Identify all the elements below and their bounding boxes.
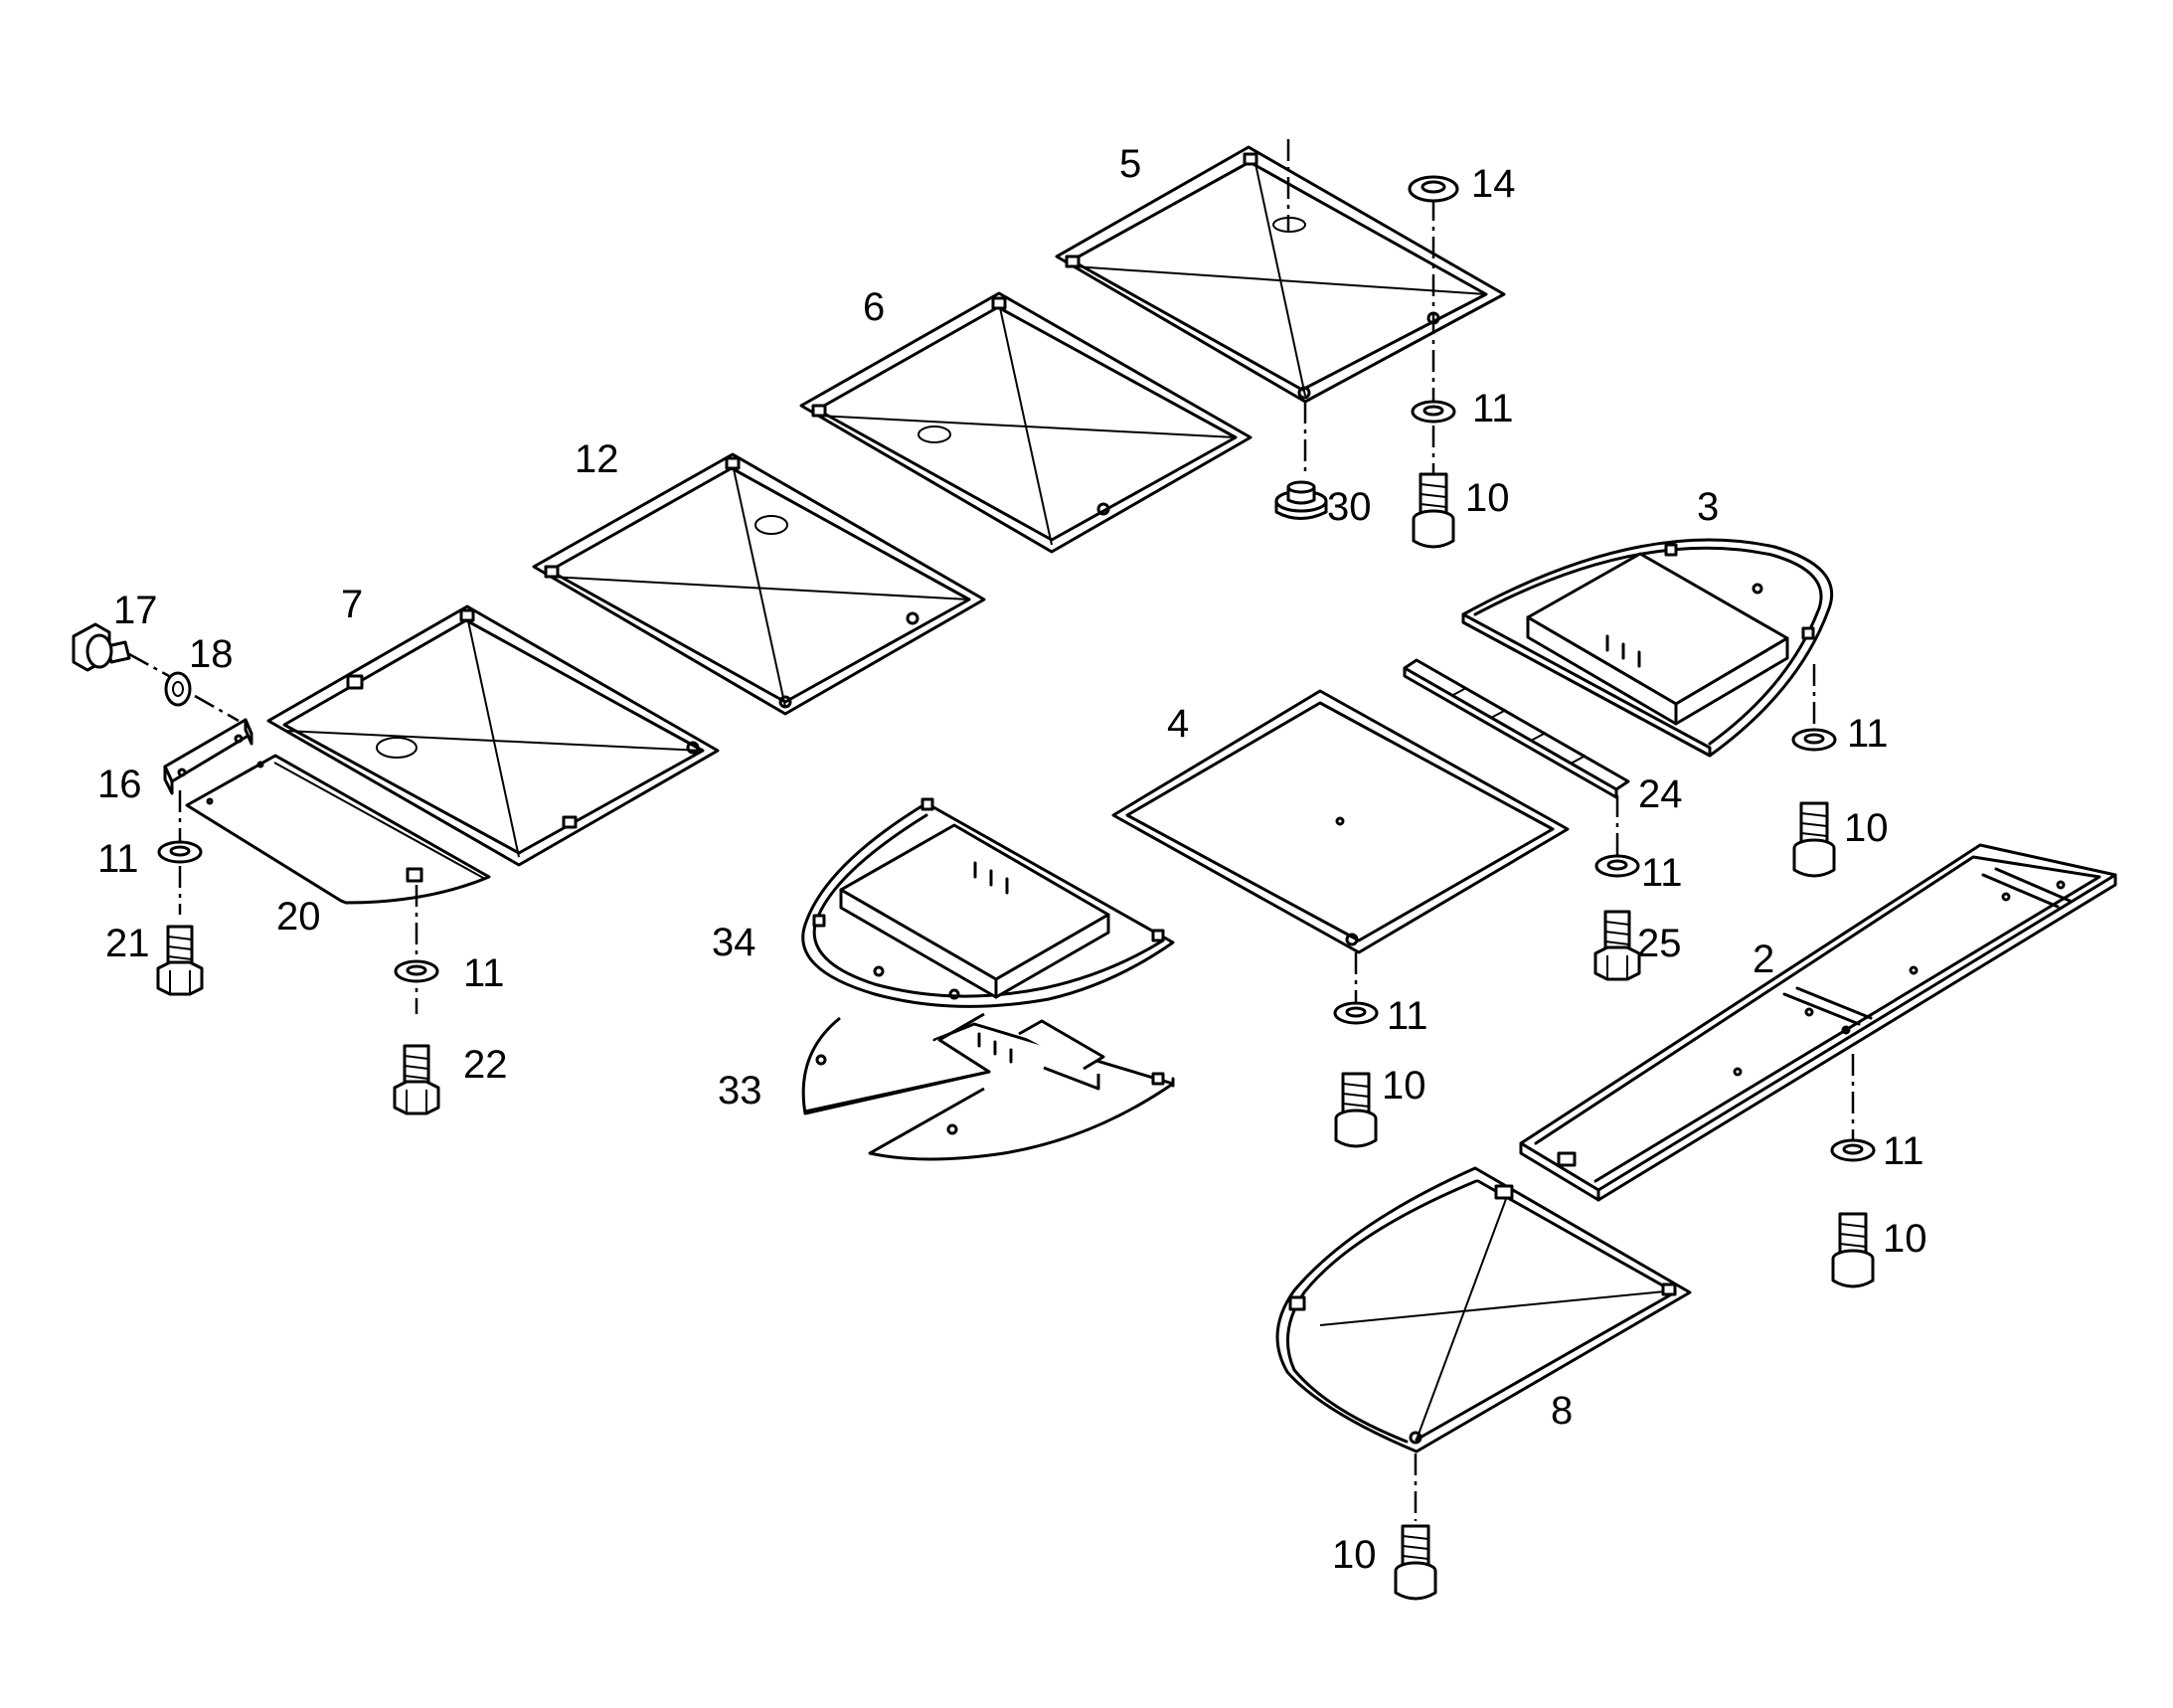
plate-8 <box>1275 1166 1692 1453</box>
bolt-10-under-5 <box>1412 472 1455 549</box>
callout-30: 30 <box>1327 485 1372 529</box>
callout-11: 11 <box>1387 994 1428 1038</box>
callout-3: 3 <box>1697 485 1719 529</box>
callout-33: 33 <box>718 1069 762 1112</box>
panel-7 <box>266 604 720 867</box>
washer-18 <box>164 671 192 707</box>
callout-10: 10 <box>1465 476 1510 520</box>
callout-4: 4 <box>1167 702 1189 746</box>
bolt-22 <box>393 1044 440 1115</box>
axis-17 <box>128 652 170 678</box>
callout-10: 10 <box>1332 1533 1377 1577</box>
washer-11-under-2 <box>1830 1138 1876 1162</box>
callout-5: 5 <box>1119 142 1141 186</box>
washer-11-left <box>157 840 203 864</box>
washer-11-under-24 <box>1594 854 1640 878</box>
base-33 <box>801 1012 1175 1161</box>
callout-10: 10 <box>1382 1064 1426 1108</box>
callout-11: 11 <box>1641 851 1683 895</box>
callout-11: 11 <box>1883 1129 1924 1173</box>
axis-18 <box>194 694 240 723</box>
bracket-16 <box>163 718 253 795</box>
housing-34 <box>801 797 1175 1008</box>
washer-11-under-4 <box>1333 1001 1379 1025</box>
callout-16: 16 <box>97 763 142 806</box>
callout-11: 11 <box>97 837 139 881</box>
callout-17: 17 <box>113 589 158 632</box>
bolt-25 <box>1593 910 1641 981</box>
callout-6: 6 <box>863 285 885 329</box>
callout-11: 11 <box>1847 712 1889 756</box>
callout-25: 25 <box>1637 922 1682 965</box>
rail-2 <box>1519 843 2117 1202</box>
foot-30 <box>1274 480 1328 520</box>
callout-22: 22 <box>463 1043 508 1087</box>
callout-8: 8 <box>1551 1389 1573 1433</box>
housing-3 <box>1461 538 1834 758</box>
callout-18: 18 <box>189 632 234 676</box>
callout-7: 7 <box>341 583 363 626</box>
bolt-10-under-2 <box>1831 1212 1875 1288</box>
callout-12: 12 <box>575 437 619 481</box>
callout-21: 21 <box>105 922 150 965</box>
callout-20: 20 <box>276 895 321 939</box>
washer-11-under-5 <box>1411 400 1456 424</box>
plate-20 <box>185 754 491 905</box>
panel-6 <box>799 291 1253 554</box>
panel-12 <box>532 452 986 716</box>
callout-11: 11 <box>1472 387 1514 430</box>
bolt-10-under-8 <box>1394 1524 1437 1601</box>
washer-14 <box>1408 175 1459 203</box>
callout-2: 2 <box>1753 938 1774 981</box>
bolt-17 <box>72 622 131 672</box>
callout-14: 14 <box>1471 162 1516 206</box>
callout-24: 24 <box>1638 772 1683 816</box>
washer-11-under-20 <box>394 959 439 983</box>
panel-5 <box>1055 145 1506 404</box>
bolt-21 <box>156 925 204 996</box>
washer-11-under-3 <box>1791 728 1837 752</box>
bolt-10-under-4 <box>1334 1072 1378 1148</box>
callout-11: 11 <box>463 951 505 995</box>
callout-10: 10 <box>1844 806 1889 850</box>
callout-34: 34 <box>712 921 756 964</box>
plate-4 <box>1111 689 1570 954</box>
callout-10: 10 <box>1883 1217 1927 1261</box>
bolt-10-under-3 <box>1792 801 1836 878</box>
